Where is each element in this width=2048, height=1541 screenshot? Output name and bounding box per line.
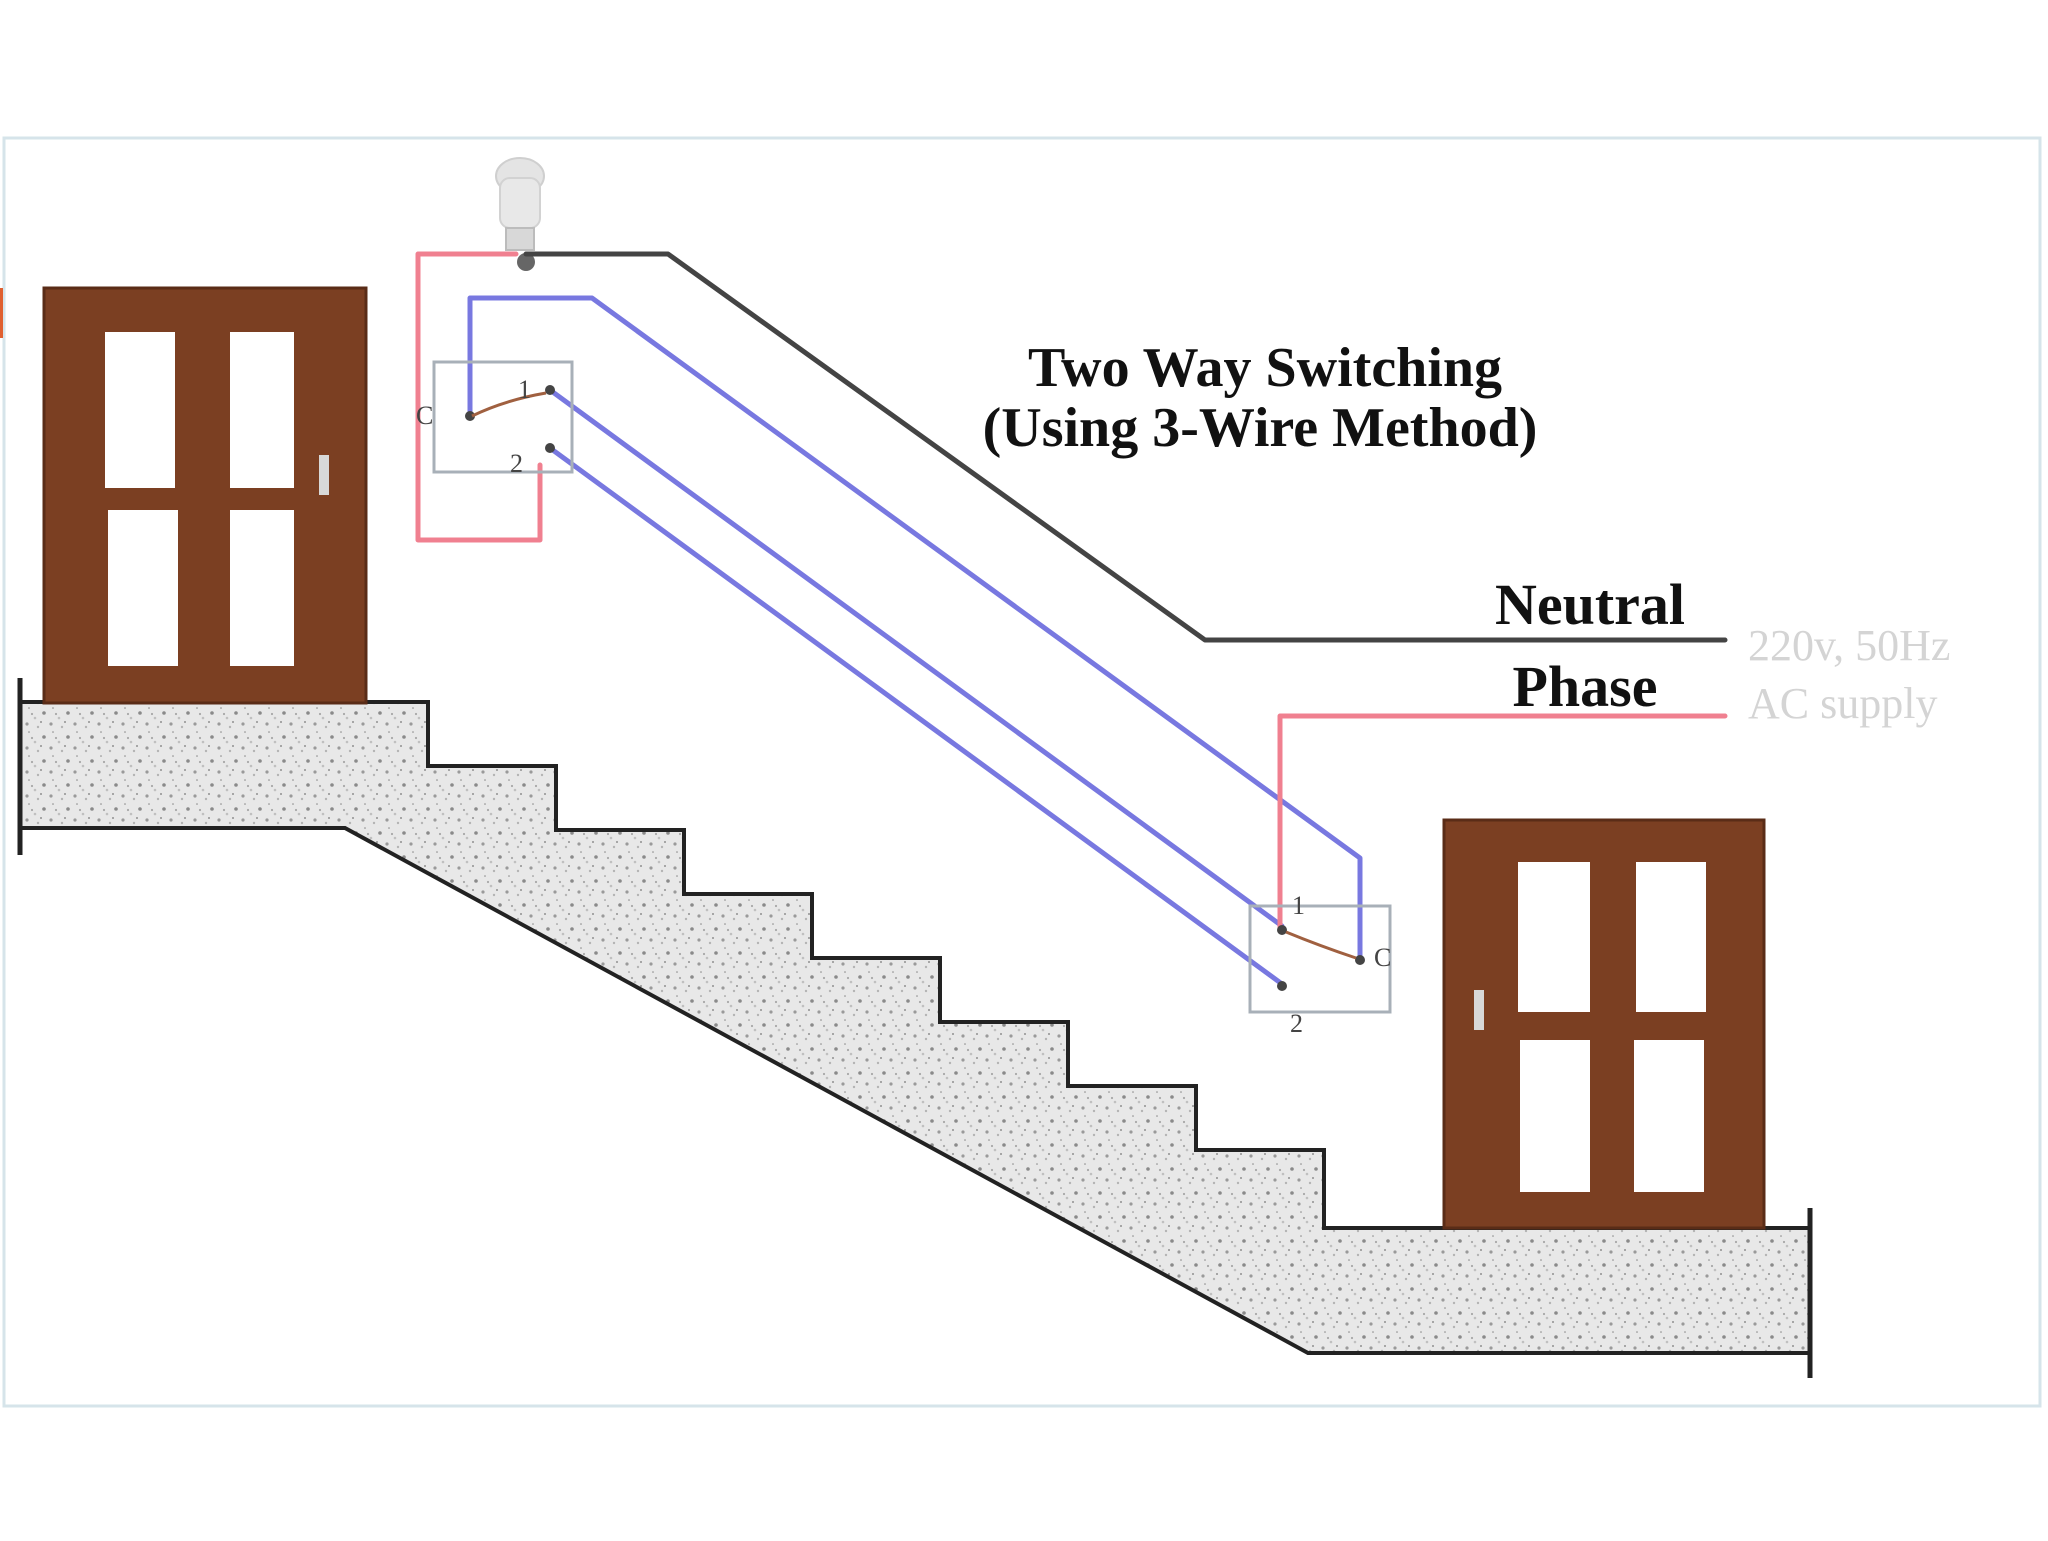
phase-wire-supply xyxy=(1277,713,1728,933)
staircase xyxy=(18,700,1812,1355)
bottom-switch-terminal-1: 1 xyxy=(1292,891,1305,920)
picture-frame xyxy=(2,136,2042,1408)
top-switch-terminal-1: 1 xyxy=(518,375,531,404)
lamp-bulb-icon xyxy=(495,157,545,271)
supply-label-line-2: AC supply xyxy=(1748,679,1937,728)
bottom-switch-terminal-c: C xyxy=(1374,943,1391,972)
common-wire xyxy=(467,295,1363,963)
phase-wire-lamp xyxy=(415,251,543,543)
bottom-switch-terminal-2: 2 xyxy=(1290,1009,1303,1038)
bottom-two-way-switch: 1 C 2 xyxy=(1248,891,1392,1038)
traveler-wire-1 xyxy=(547,387,1285,929)
neutral-label: Neutral xyxy=(1495,572,1685,637)
door-handle xyxy=(1474,990,1484,1030)
traveler-wire-2 xyxy=(547,445,1285,987)
top-switch-terminal-c: C xyxy=(416,401,433,430)
diagram-title-line-2: (Using 3-Wire Method) xyxy=(983,397,1538,459)
door-handle xyxy=(319,455,329,495)
phase-label: Phase xyxy=(1513,654,1658,719)
top-switch-terminal-2: 2 xyxy=(510,449,523,478)
diagram-title-line-1: Two Way Switching xyxy=(1028,337,1502,399)
edge-marker xyxy=(0,288,3,338)
upper-door xyxy=(42,286,368,705)
top-two-way-switch: C 1 2 xyxy=(416,360,574,478)
lower-door xyxy=(1442,818,1766,1230)
neutral-wire xyxy=(523,251,1728,643)
supply-label-line-1: 220v, 50Hz xyxy=(1748,621,1950,670)
